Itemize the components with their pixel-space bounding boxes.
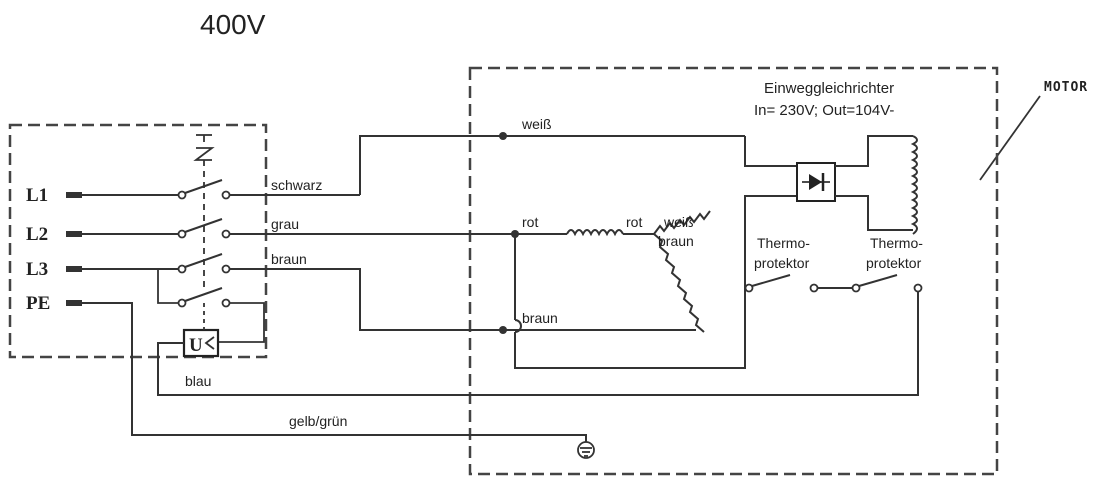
motor-label: MOTOR bbox=[1044, 80, 1088, 95]
relay-symbol: U bbox=[189, 335, 203, 356]
label-braun-lower: braun bbox=[522, 310, 558, 326]
winding-rot bbox=[566, 229, 624, 237]
winding-braun bbox=[653, 233, 705, 333]
label-braun-winding: braun bbox=[658, 233, 694, 249]
terminal-l2-pin bbox=[66, 231, 82, 237]
winding-weiss bbox=[653, 210, 711, 235]
label-schwarz: schwarz bbox=[271, 177, 322, 193]
rectifier-in-bottom bbox=[744, 195, 797, 288]
label-weiss-2: weiß bbox=[663, 214, 694, 230]
terminal-l1-pin bbox=[66, 192, 82, 198]
motor-pointer-line bbox=[979, 95, 1041, 181]
contact-aux bbox=[157, 268, 265, 343]
ground-icon bbox=[577, 441, 595, 459]
undervoltage-relay: U bbox=[157, 288, 919, 396]
thermo-2-line1: Thermo- bbox=[870, 235, 923, 251]
diode-icon bbox=[796, 162, 836, 202]
motor-box bbox=[468, 66, 999, 476]
rectifier-title: Einweggleichrichter bbox=[764, 80, 894, 97]
label-rot: rot bbox=[522, 214, 538, 230]
thermo-1-line1: Thermo- bbox=[757, 235, 810, 251]
terminal-pe-pin bbox=[66, 300, 82, 306]
label-braun: braun bbox=[271, 251, 307, 267]
terminal-l1: L1 bbox=[26, 185, 82, 206]
thermo-2-line2: protektor bbox=[866, 255, 922, 271]
pe-wire bbox=[82, 302, 587, 442]
switch-box bbox=[8, 123, 268, 359]
brake-coil bbox=[910, 135, 918, 235]
terminal-l3-label: L3 bbox=[26, 259, 48, 280]
voltage-label: 400V bbox=[200, 9, 266, 40]
label-gelb-gruen: gelb/grün bbox=[289, 413, 347, 429]
node-braun bbox=[499, 326, 507, 334]
terminal-pe-label: PE bbox=[26, 293, 50, 314]
schwarz-wire bbox=[359, 135, 503, 195]
terminal-l1-label: L1 bbox=[26, 185, 48, 206]
terminal-l3-pin bbox=[66, 266, 82, 272]
terminal-l3: L3 bbox=[26, 259, 82, 280]
terminal-l2: L2 bbox=[26, 224, 82, 245]
thermo-1-line2: protektor bbox=[754, 255, 810, 271]
label-rot-2: rot bbox=[626, 214, 642, 230]
terminal-pe: PE bbox=[26, 293, 82, 314]
rectifier-in-top bbox=[744, 136, 797, 167]
thermo-contact-1 bbox=[744, 274, 852, 293]
contact-l2 bbox=[82, 218, 515, 239]
label-weiss: weiß bbox=[521, 116, 552, 132]
label-grau: grau bbox=[271, 216, 299, 232]
thermo-contact-2 bbox=[851, 274, 923, 293]
rectifier-spec: In= 230V; Out=104V- bbox=[754, 102, 894, 119]
terminal-l2-label: L2 bbox=[26, 224, 48, 245]
contact-l1 bbox=[82, 179, 360, 200]
contact-l3 bbox=[82, 253, 515, 331]
switch-actuator-icon bbox=[193, 134, 215, 290]
label-blau: blau bbox=[185, 373, 211, 389]
